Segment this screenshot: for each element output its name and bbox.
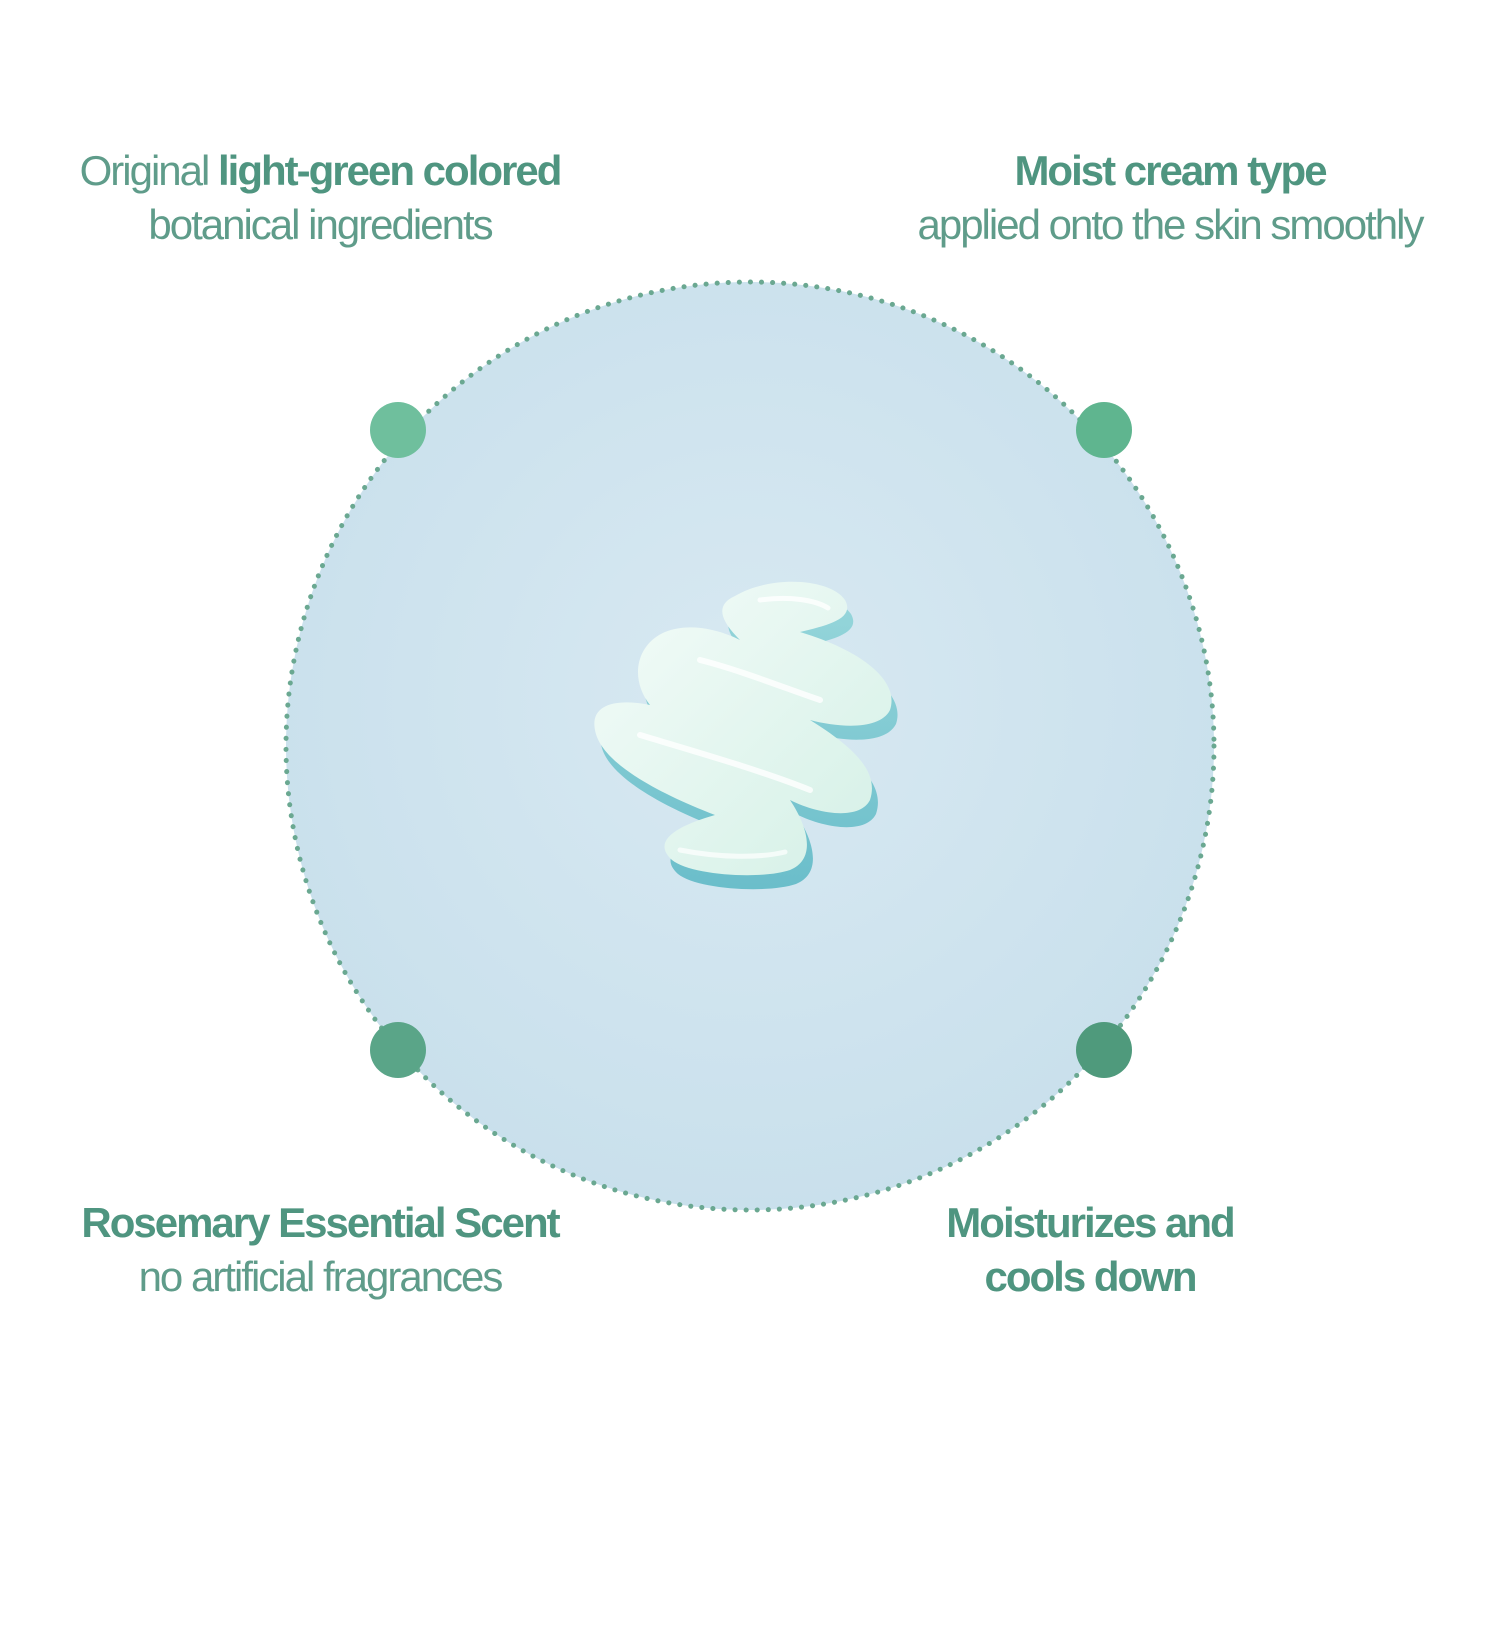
dot-top-left: [370, 402, 426, 458]
feature-highlight: light-green colored: [218, 147, 562, 194]
feature-moist-cream: Moist cream type applied onto the skin s…: [880, 144, 1460, 252]
feature-title-line1: Moisturizes and: [946, 1199, 1235, 1246]
feature-title: Rosemary Essential Scent: [81, 1199, 560, 1246]
feature-subtitle: applied onto the skin smoothly: [917, 201, 1424, 248]
feature-botanical-ingredients: Original light-green colored botanical i…: [30, 144, 610, 252]
dot-top-right: [1076, 402, 1132, 458]
cream-swatch-top: [594, 581, 892, 876]
dotted-outline: [283, 279, 1217, 1213]
feature-title: Moist cream type: [1014, 147, 1327, 194]
feature-moisturizes: Moisturizes and cools down: [880, 1196, 1300, 1304]
feature-prefix: Original: [79, 147, 211, 194]
feature-subtitle: botanical ingredients: [148, 201, 493, 248]
feature-subtitle: no artificial fragrances: [138, 1253, 504, 1300]
feature-rosemary-scent: Rosemary Essential Scent no artificial f…: [30, 1196, 610, 1304]
dot-bottom-right: [1076, 1022, 1132, 1078]
feature-title-line2: cools down: [984, 1253, 1198, 1300]
dot-bottom-left: [370, 1022, 426, 1078]
